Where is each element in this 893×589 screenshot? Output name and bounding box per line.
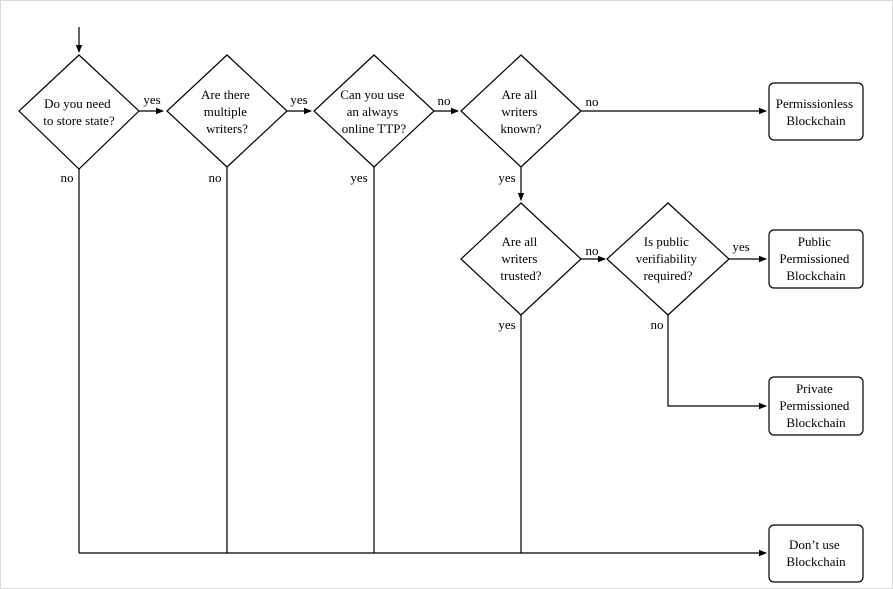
- text-line: Public: [798, 234, 831, 249]
- decision-diamond: [460, 54, 582, 168]
- outcome-text: Permissionless Blockchain: [776, 96, 857, 128]
- text-line: Blockchain: [786, 268, 846, 283]
- label-writers-known-no: no: [586, 94, 599, 109]
- outcome-public-permissioned: Public Permissioned Blockchain: [768, 229, 864, 289]
- text-line: to store state?: [43, 113, 115, 128]
- label-writers-trusted-yes: yes: [498, 317, 515, 332]
- label-store-state-no: no: [61, 170, 74, 185]
- text-line: known?: [500, 121, 541, 136]
- outcome-text: Private Permissioned Blockchain: [779, 381, 852, 430]
- outcome-box: [768, 524, 864, 583]
- outcome-box: [768, 229, 864, 289]
- outcome-private-permissioned: Private Permissioned Blockchain: [768, 376, 864, 436]
- text-line: writers?: [206, 121, 248, 136]
- text-line: writers: [501, 104, 537, 119]
- text-line: multiple: [204, 104, 248, 119]
- text-line: Blockchain: [786, 415, 846, 430]
- text-line: Private: [796, 381, 833, 396]
- outcome-no-blockchain: Don’t use Blockchain: [768, 524, 864, 583]
- outcome-box: [768, 82, 864, 141]
- text-line: Is public: [644, 234, 689, 249]
- label-online-ttp-no: no: [438, 93, 451, 108]
- text-line: Are all: [502, 234, 538, 249]
- label-writers-known-yes: yes: [498, 170, 515, 185]
- outcome-box: [768, 376, 864, 436]
- decision-diamond: [313, 54, 435, 168]
- decision-diamond: [18, 54, 140, 170]
- decision-diamond: [166, 54, 288, 168]
- text-line: Blockchain: [786, 554, 846, 569]
- decision-store-state: Do you need to store state?: [18, 54, 140, 170]
- text-line: Don’t use: [789, 537, 840, 552]
- label-multiple-writers-yes: yes: [290, 92, 307, 107]
- text-line: Can you use: [340, 87, 405, 102]
- text-line: Are all: [502, 87, 538, 102]
- decision-text: Can you use an always online TTP?: [340, 87, 408, 136]
- decision-text: Is public verifiability required?: [636, 234, 701, 283]
- edge-public-verifiability-no: [667, 315, 767, 410]
- text-line: an always: [347, 104, 399, 119]
- text-line: Blockchain: [786, 113, 846, 128]
- label-public-verifiability-no: no: [651, 317, 664, 332]
- outcome-text: Public Permissioned Blockchain: [779, 234, 852, 283]
- label-store-state-yes: yes: [143, 92, 160, 107]
- label-multiple-writers-no: no: [209, 170, 222, 185]
- text-line: verifiability: [636, 251, 698, 266]
- outcome-permissionless: Permissionless Blockchain: [768, 82, 864, 141]
- text-line: Are there: [201, 87, 250, 102]
- label-public-verifiability-yes: yes: [732, 239, 749, 254]
- text-line: required?: [643, 268, 692, 283]
- text-line: online TTP?: [342, 121, 407, 136]
- decision-text: Are all writers trusted?: [500, 234, 541, 283]
- text-line: Permissioned: [779, 251, 850, 266]
- text-line: Do you need: [44, 96, 111, 111]
- decision-public-verifiability: Is public verifiability required?: [606, 202, 730, 316]
- label-online-ttp-yes: yes: [350, 170, 367, 185]
- decision-multiple-writers: Are there multiple writers?: [166, 54, 288, 168]
- decision-writers-known: Are all writers known?: [460, 54, 582, 168]
- decision-text: Are there multiple writers?: [201, 87, 253, 136]
- decision-online-ttp: Can you use an always online TTP?: [313, 54, 435, 168]
- decision-writers-trusted: Are all writers trusted?: [460, 202, 582, 316]
- label-writers-trusted-no: no: [586, 243, 599, 258]
- decision-diamond: [460, 202, 582, 316]
- text-line: Permissioned: [779, 398, 850, 413]
- outcome-text: Don’t use Blockchain: [786, 537, 846, 569]
- text-line: trusted?: [500, 268, 541, 283]
- decision-text: Are all writers known?: [500, 87, 541, 136]
- decision-text: Do you need to store state?: [43, 96, 115, 128]
- decision-diamond: [606, 202, 730, 316]
- text-line: writers: [501, 251, 537, 266]
- text-line: Permissionless: [776, 96, 853, 111]
